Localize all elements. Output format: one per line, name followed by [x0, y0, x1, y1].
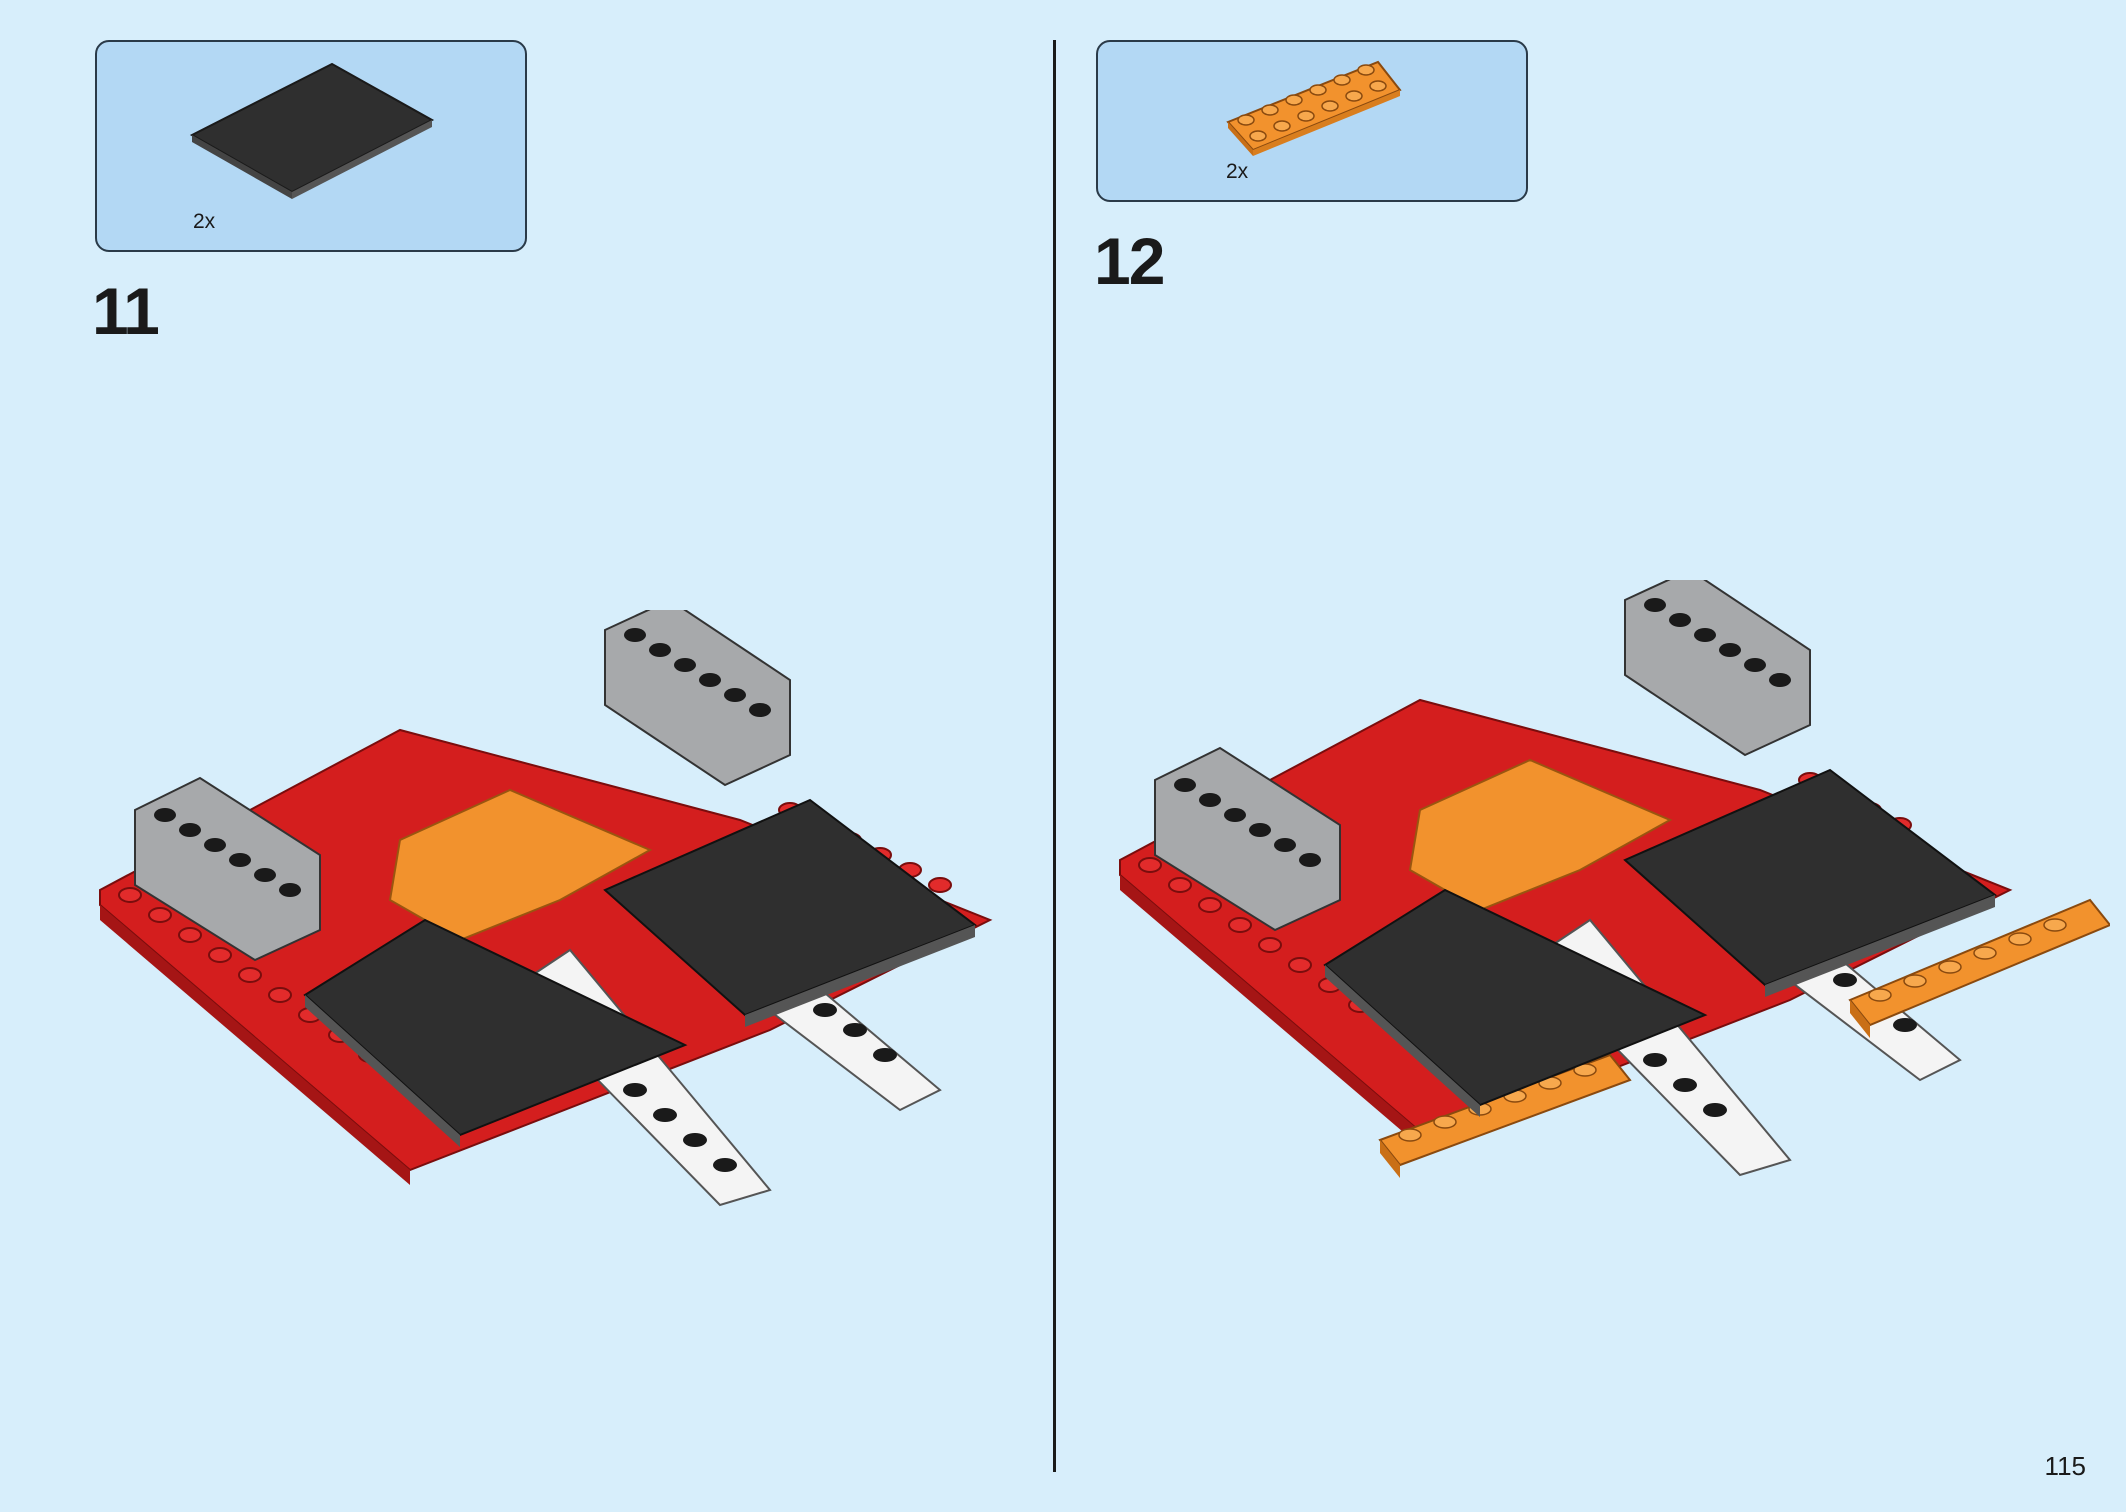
- page-number: 115: [2044, 1451, 2086, 1481]
- step-11-number: 11: [92, 274, 160, 348]
- step-11-part-quantity: 2x: [193, 210, 216, 233]
- step-11-parts-callout: 2x: [95, 40, 527, 252]
- step-12-part-quantity: 2x: [1226, 160, 1249, 183]
- step-12-parts-callout: 2x: [1096, 40, 1528, 202]
- step-divider: [1053, 40, 1056, 1472]
- step-12-number: 12: [1094, 224, 1165, 298]
- step-12-assembly-illustration: [1119, 580, 2110, 1178]
- step-11-assembly-illustration: [99, 610, 993, 1207]
- orange-plate-icon: [1226, 60, 1402, 156]
- dark-gray-tile-icon: [189, 62, 435, 199]
